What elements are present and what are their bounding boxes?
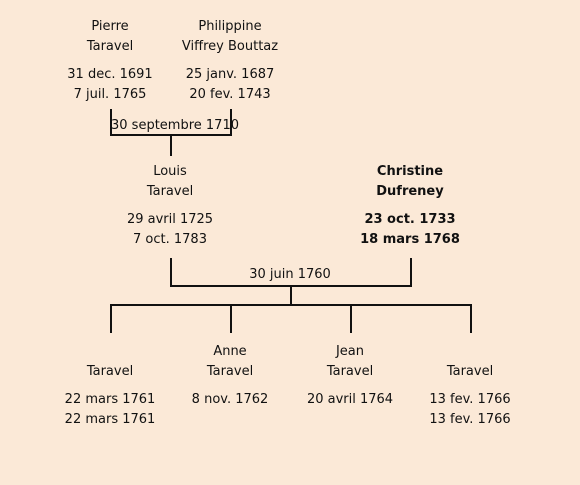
last-name: Taravel xyxy=(86,39,134,54)
person-anne-taravel: Anne Taravel 8 nov. 1762 xyxy=(150,342,310,430)
birth-date: 23 oct. 1733 xyxy=(364,212,456,227)
person-jean-taravel: Jean Taravel 20 avril 1764 xyxy=(270,342,430,430)
person-child-4: Taravel 13 fev. 1766 13 fev. 1766 xyxy=(390,342,550,430)
death-date: 20 fev. 1743 xyxy=(189,87,271,102)
birth-date: 29 avril 1725 xyxy=(126,212,214,227)
birth-date: 13 fev. 1766 xyxy=(429,392,511,407)
last-name: Viffrey Bouttaz xyxy=(181,39,279,54)
marriage-date-parents: 30 juin 1760 xyxy=(249,267,331,282)
connector-child-3 xyxy=(350,304,352,333)
connector-grandfather-down xyxy=(110,109,112,136)
birth-date: 25 janv. 1687 xyxy=(185,67,275,82)
death-date: 7 juil. 1765 xyxy=(73,87,147,102)
first-name: Philippine xyxy=(198,19,262,34)
last-name: Taravel xyxy=(446,364,494,379)
birth-date: 31 dec. 1691 xyxy=(67,67,153,82)
person-christine-dufreney: Christine Dufreney 23 oct. 1733 18 mars … xyxy=(330,162,490,250)
last-name: Dufreney xyxy=(376,184,444,199)
death-date: 7 oct. 1783 xyxy=(133,232,207,247)
first-name: Louis xyxy=(153,164,187,179)
person-philippine-viffrey-bouttaz: Philippine Viffrey Bouttaz 25 janv. 1687… xyxy=(150,17,310,105)
birth-date: 20 avril 1764 xyxy=(306,392,394,407)
connector-to-louis xyxy=(170,134,172,156)
connector-father-down xyxy=(170,258,172,287)
connector-child-1 xyxy=(110,304,112,333)
last-name: Taravel xyxy=(326,364,374,379)
person-louis-taravel: Louis Taravel 29 avril 1725 7 oct. 1783 xyxy=(90,162,250,250)
person-child-1: Taravel 22 mars 1761 22 mars 1761 xyxy=(30,342,190,430)
connector-to-children xyxy=(290,285,292,305)
connector-child-4 xyxy=(470,304,472,333)
last-name: Taravel xyxy=(146,184,194,199)
death-date: 13 fev. 1766 xyxy=(429,412,511,427)
connector-child-2 xyxy=(230,304,232,333)
death-date: 22 mars 1761 xyxy=(64,412,156,427)
first-name: Pierre xyxy=(91,19,129,34)
last-name: Taravel xyxy=(206,364,254,379)
first-name: Christine xyxy=(376,164,444,179)
first-name: Jean xyxy=(335,344,365,359)
birth-date: 8 nov. 1762 xyxy=(191,392,269,407)
connector-mother-down xyxy=(410,258,412,287)
first-name xyxy=(390,342,550,362)
first-name: Anne xyxy=(213,344,247,359)
person-pierre-taravel: Pierre Taravel 31 dec. 1691 7 juil. 1765 xyxy=(30,17,190,105)
marriage-date-grandparents: 30 septembre 1710 xyxy=(111,118,239,133)
birth-date: 22 mars 1761 xyxy=(64,392,156,407)
connector-children-bar xyxy=(110,304,472,306)
last-name: Taravel xyxy=(86,364,134,379)
connector-grandmother-down xyxy=(230,109,232,136)
death-date: 18 mars 1768 xyxy=(360,232,460,247)
